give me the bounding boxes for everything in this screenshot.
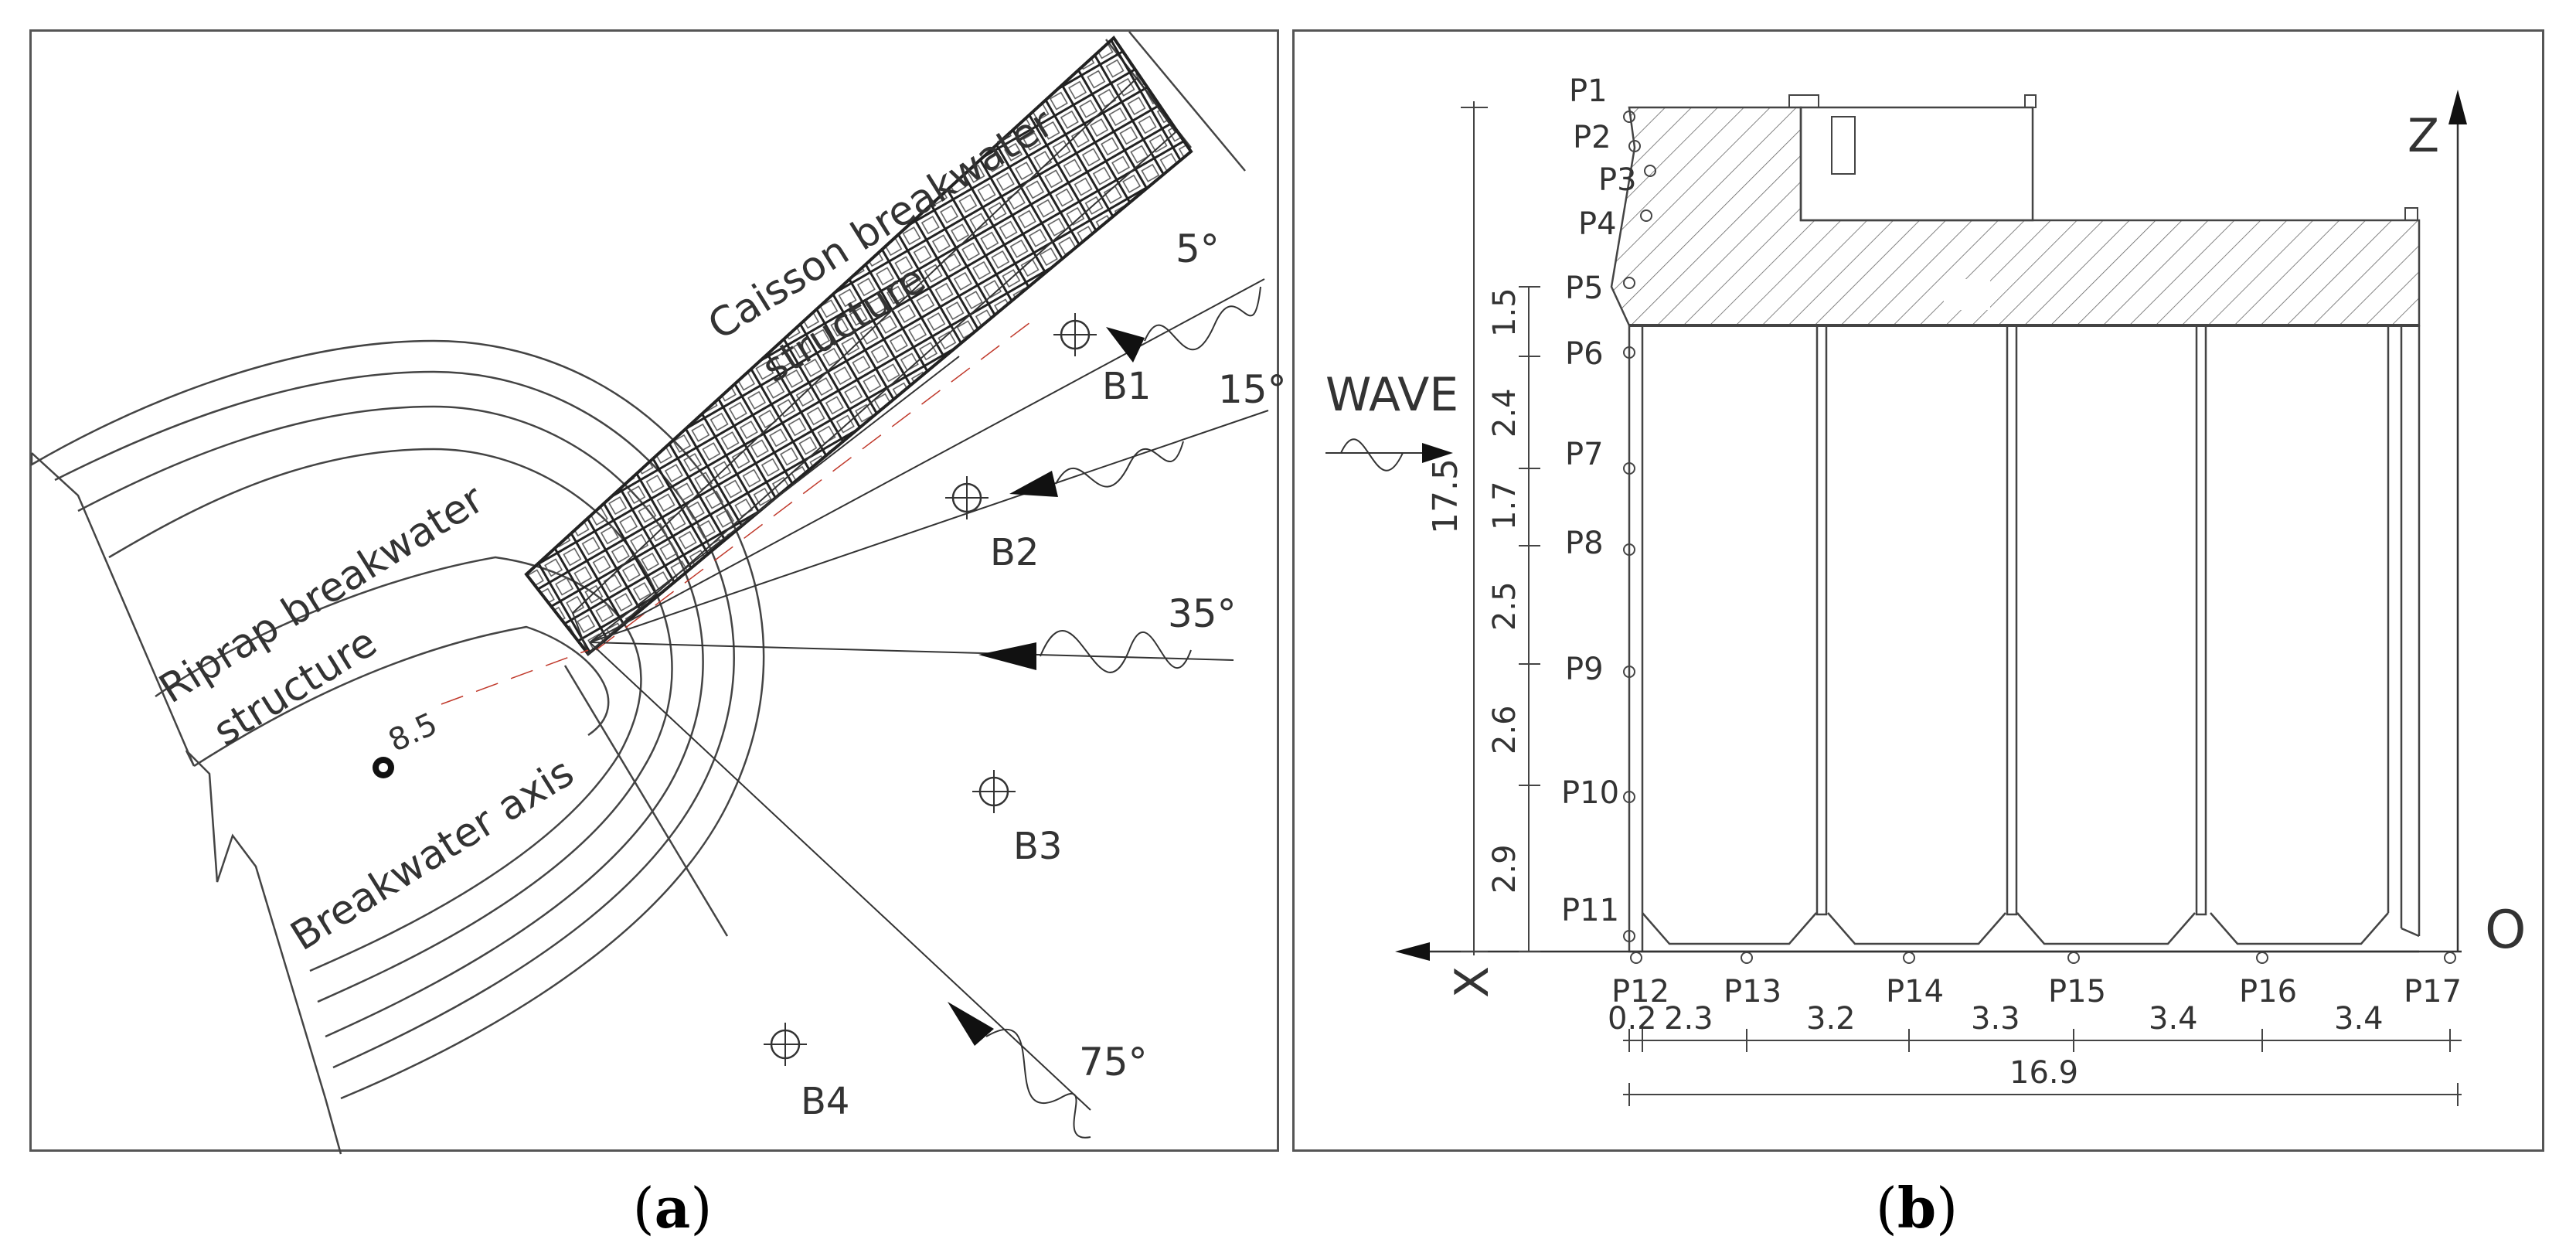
point-p2: P2 xyxy=(1573,120,1611,155)
caisson-breakwater-grid xyxy=(441,35,1193,705)
angle-label-15: 15° xyxy=(1218,367,1287,412)
angle-label-35: 35° xyxy=(1168,591,1237,636)
breakwater-axis-label: Breakwater axis xyxy=(283,749,582,960)
dim-h-6: 3.4 xyxy=(2334,1001,2384,1037)
z-axis: Z O xyxy=(2408,90,2527,961)
panel-a-breakwater-plan: Caisson breakwater structure Riprap brea… xyxy=(29,29,1287,1155)
dim-h-1: 0.2 xyxy=(1608,1001,1657,1037)
caption-a: (a) xyxy=(632,1175,713,1241)
dim-h-4: 3.3 xyxy=(1971,1001,2020,1037)
caisson-crown xyxy=(1610,94,2421,327)
point-label-b3: B3 xyxy=(1013,825,1062,868)
point-p9: P9 xyxy=(1565,652,1604,687)
dim-v-3: 1.7 xyxy=(1487,481,1523,530)
wave-arrow-35: 35° xyxy=(978,591,1237,673)
wave-label: WAVE xyxy=(1325,368,1458,422)
measurement-point-b1: B1 xyxy=(1053,313,1151,408)
point-p15: P15 xyxy=(2048,974,2106,1010)
caption-b: (b) xyxy=(1875,1175,1958,1241)
point-p13: P13 xyxy=(1724,974,1781,1010)
wave-arrow-15: 15° xyxy=(1009,367,1287,497)
point-p12: P12 xyxy=(1611,974,1669,1010)
point-p4: P4 xyxy=(1578,206,1617,242)
point-p8: P8 xyxy=(1565,526,1604,561)
point-p10: P10 xyxy=(1561,775,1619,811)
dim-total-width: 16.9 xyxy=(2009,1055,2078,1091)
dim-v-6: 2.9 xyxy=(1487,844,1523,894)
point-label-b1: B1 xyxy=(1102,365,1151,408)
point-p16: P16 xyxy=(2239,974,2297,1010)
measurement-point-b4: B4 xyxy=(764,1023,849,1123)
measurement-point-b2: B2 xyxy=(945,476,1039,574)
dim-v-2: 2.4 xyxy=(1487,388,1523,438)
angle-label-5: 5° xyxy=(1176,226,1220,271)
point-p3: P3 xyxy=(1598,162,1637,198)
riprap-label: Riprap breakwater structure xyxy=(151,476,492,755)
point-p1: P1 xyxy=(1569,73,1608,109)
depth-marker: 8.5 xyxy=(373,706,443,778)
wave-arrow-5: 5° xyxy=(1106,226,1261,363)
plan-view-drawing: Caisson breakwater structure Riprap brea… xyxy=(30,31,1287,1155)
wave-indicator: WAVE xyxy=(1325,368,1458,472)
left-pressure-points xyxy=(1623,111,1656,942)
dim-h-5: 3.4 xyxy=(2149,1001,2198,1037)
point-p14: P14 xyxy=(1886,974,1944,1010)
point-p17: P17 xyxy=(2404,974,2462,1010)
wave-direction-rays xyxy=(589,278,1269,1111)
angle-label-75: 75° xyxy=(1079,1040,1148,1084)
dim-v-4: 2.5 xyxy=(1487,581,1523,631)
vertical-dimensions xyxy=(1461,101,1540,955)
wave-arrow-75: 75° xyxy=(948,1002,1148,1139)
depth-label: 8.5 xyxy=(383,706,443,759)
dim-h-2: 2.3 xyxy=(1664,1001,1713,1037)
dim-total-height: 17.5 xyxy=(1426,458,1465,534)
point-p11: P11 xyxy=(1561,893,1619,928)
bottom-pressure-points xyxy=(1630,952,2456,964)
dim-v-1: 1.5 xyxy=(1487,288,1523,337)
dim-v-5: 2.6 xyxy=(1487,705,1523,754)
caisson-body xyxy=(1628,324,2421,953)
dim-h-3: 3.2 xyxy=(1806,1001,1856,1037)
measurement-point-b3: B3 xyxy=(972,770,1062,868)
point-label-b2: B2 xyxy=(990,531,1039,574)
point-label-b4: B4 xyxy=(801,1080,849,1123)
panel-b-caisson-section: Z O X WAVE 17.5 xyxy=(1292,29,2544,1152)
point-p7: P7 xyxy=(1565,437,1604,472)
horizontal-dimensions xyxy=(1623,1029,2462,1106)
point-p5: P5 xyxy=(1565,271,1604,306)
origin-label: O xyxy=(2485,900,2527,961)
point-p6: P6 xyxy=(1565,336,1604,372)
x-axis: X xyxy=(1395,942,2462,998)
cross-section-drawing: Z O X WAVE 17.5 xyxy=(1325,73,2527,1106)
axis-x-label: X xyxy=(1445,966,1499,998)
axis-z-label: Z xyxy=(2408,109,2439,163)
